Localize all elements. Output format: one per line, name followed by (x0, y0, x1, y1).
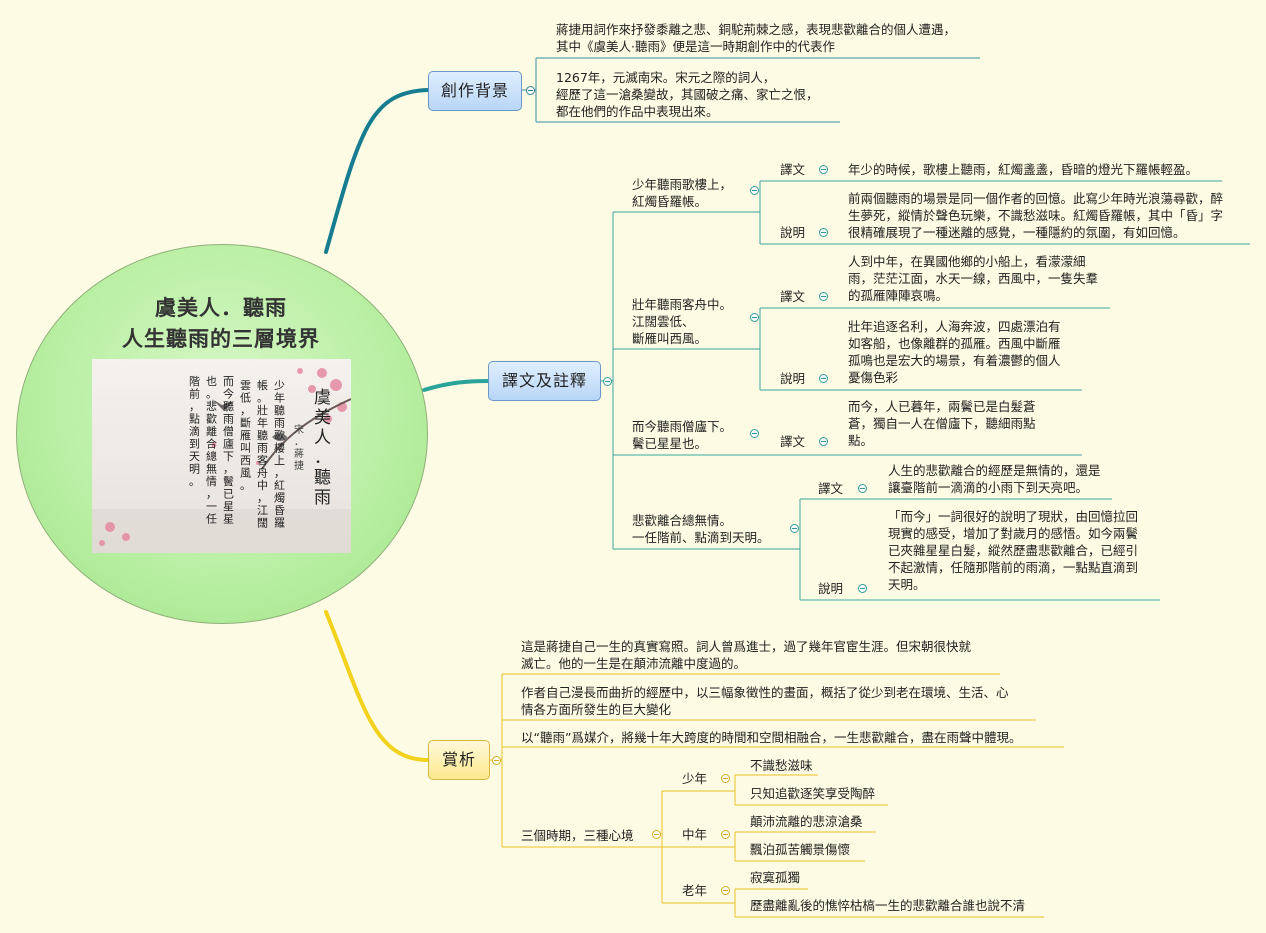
svg-text:宋．蔣捷: 宋．蔣捷 (294, 423, 304, 472)
collapse-toggle-verse-youth[interactable] (750, 186, 759, 195)
poem-painting-image: 虞美人．聽雨 宋．蔣捷 少年聽雨歌樓上，紅燭昏羅帳。壯年聽雨客舟中，江闊雲低，斷… (92, 359, 351, 553)
branch-translation[interactable]: 譯文及註釋 (488, 361, 601, 401)
poem-column: 少年聽雨歌樓上，紅燭昏羅 (274, 379, 285, 530)
stage-youth-item-1: 不識愁滋味 (750, 758, 813, 773)
background-text-1: 蔣捷用詞作來抒發黍離之悲、銅駝荊棘之感，表現悲歡離合的個人遭遇，其中《虞美人·聽… (556, 22, 957, 54)
branch-background[interactable]: 創作背景 (428, 71, 522, 111)
appreciation-text-3: 以“聽雨”爲媒介，將幾十年大跨度的時間和空間相融合，一生悲歡離合，盡在雨聲中體現… (521, 730, 1022, 745)
poem-column: 帳。壯年聽雨客舟中，江闊 (257, 378, 268, 530)
stage-middle-item-2: 飄泊孤苦觸景傷懷 (750, 842, 851, 857)
collapse-toggle-verse-prime[interactable] (750, 313, 759, 322)
translation-text-old: 而今，人已暮年，兩鬢已是白髮蒼蒼，獨自一人在僧廬下，聽細雨點點。 (848, 399, 1036, 448)
verse-line-prime[interactable]: 壯年聽雨客舟中。江闊雲低、斷雁叫西風。 (632, 297, 733, 346)
collapse-toggle-background[interactable] (526, 86, 535, 95)
stage-middle[interactable]: 中年 (682, 827, 708, 842)
tag-translation-final[interactable]: 譯文 (818, 481, 844, 496)
collapse-toggle-stage-old[interactable] (721, 886, 730, 895)
note-text-prime: 壯年追逐名利，人海奔波，四處漂泊有如客船，也像離群的孤雁。西風中斷雁孤鳴也是宏大… (848, 319, 1061, 385)
translation-text-final: 人生的悲歡離合的經歷是無情的，還是讓臺階前一滴滴的小雨下到天亮吧。 (888, 463, 1101, 495)
stage-old-item-1: 寂寞孤獨 (750, 870, 801, 885)
translation-text-prime: 人到中年，在異國他鄉的小船上，看濛濛細雨，茫茫江面，水天一線，西風中，一隻失羣的… (848, 254, 1099, 303)
collapse-toggle-tag-final-1[interactable] (858, 484, 867, 493)
verse-line-final[interactable]: 悲歡離合總無情。一任階前、點滴到天明。 (632, 513, 770, 545)
stage-old-item-2: 歷盡離亂後的憔悴枯槁一生的悲歡離合誰也說不清 (750, 898, 1026, 913)
poem-column: 階前，點滴到天明。 (189, 374, 200, 488)
collapse-toggle-tag-youth-1[interactable] (819, 165, 828, 174)
poem-text-columns: 少年聽雨歌樓上，紅燭昏羅帳。壯年聽雨客舟中，江闊雲低，斷雁叫西風。而今聽雨僧廬下… (189, 374, 285, 530)
central-title-line1: 虞美人．聽雨 (155, 296, 287, 320)
poem-column: 雲低，斷雁叫西風。 (240, 379, 251, 492)
poem-column: 而今聽雨僧廬下，鬢已星星 (223, 375, 234, 526)
tag-translation-prime[interactable]: 譯文 (780, 289, 806, 304)
tag-note-final[interactable]: 說明 (818, 581, 844, 596)
tag-translation-youth[interactable]: 譯文 (780, 162, 806, 177)
note-text-youth: 前兩個聽雨的場景是同一個作者的回憶。此寫少年時光浪蕩尋歡，醉生夢死，縱情於聲色玩… (848, 191, 1224, 240)
collapse-toggle-translation[interactable] (603, 377, 612, 386)
tag-note-youth[interactable]: 說明 (780, 225, 806, 240)
collapse-toggle-verse-old[interactable] (750, 429, 759, 438)
collapse-toggle-tag-final-2[interactable] (858, 584, 867, 593)
verse-line-old[interactable]: 而今聽雨僧廬下。鬢已星星也。 (632, 419, 733, 451)
svg-text:虞美人．聽雨: 虞美人．聽雨 (314, 388, 331, 508)
collapse-toggle-stage-youth[interactable] (721, 774, 730, 783)
central-title-line2: 人生聽雨的三層境界 (122, 327, 320, 351)
branch-appreciation[interactable]: 賞析 (428, 740, 490, 780)
stage-youth[interactable]: 少年 (682, 771, 708, 786)
collapse-toggle-tag-youth-2[interactable] (819, 228, 828, 237)
collapse-toggle-appreciation[interactable] (492, 756, 501, 765)
collapse-toggle-periods[interactable] (652, 830, 661, 839)
stage-middle-item-1: 顛沛流離的悲涼滄桑 (750, 814, 863, 829)
appreciation-text-1: 這是蔣捷自己一生的真實寫照。詞人曾爲進士，過了幾年官宦生涯。但宋朝很快就滅亡。他… (521, 639, 972, 671)
verse-line-youth[interactable]: 少年聽雨歌樓上，紅燭昏羅帳。 (632, 177, 733, 209)
periods-label[interactable]: 三個時期，三種心境 (521, 828, 634, 843)
collapse-toggle-verse-final[interactable] (790, 524, 799, 533)
collapse-toggle-stage-middle[interactable] (721, 830, 730, 839)
note-text-final: 「而今」一詞很好的說明了現狀，由回憶拉回現實的感受，增加了對歲月的感悟。如今兩鬢… (888, 509, 1139, 592)
tag-note-prime[interactable]: 說明 (780, 371, 806, 386)
poem-author-vertical: 宋．蔣捷 (294, 423, 304, 472)
poem-title-vertical: 虞美人．聽雨 (314, 388, 331, 508)
stage-youth-item-2: 只知追歡逐笑享受陶醉 (750, 786, 876, 801)
collapse-toggle-tag-prime-1[interactable] (819, 292, 828, 301)
background-text-2: 1267年，元滅南宋。宋元之際的詞人，經歷了這一滄桑變故，其國破之痛、家亡之恨，… (556, 70, 819, 119)
stage-old[interactable]: 老年 (682, 883, 708, 898)
translation-text-youth: 年少的時候，歌樓上聽雨，紅燭盞盞，昏暗的燈光下羅帳輕盈。 (848, 162, 1199, 177)
collapse-toggle-tag-prime-2[interactable] (819, 374, 828, 383)
appreciation-text-2: 作者自己漫長而曲折的經歷中，以三幅象徵性的畫面，概括了從少到老在環境、生活、心情… (521, 685, 1009, 717)
tag-translation-old[interactable]: 譯文 (780, 434, 806, 449)
collapse-toggle-tag-old-1[interactable] (819, 437, 828, 446)
poem-column: 也。悲歡離合總無情，一任 (206, 375, 217, 526)
